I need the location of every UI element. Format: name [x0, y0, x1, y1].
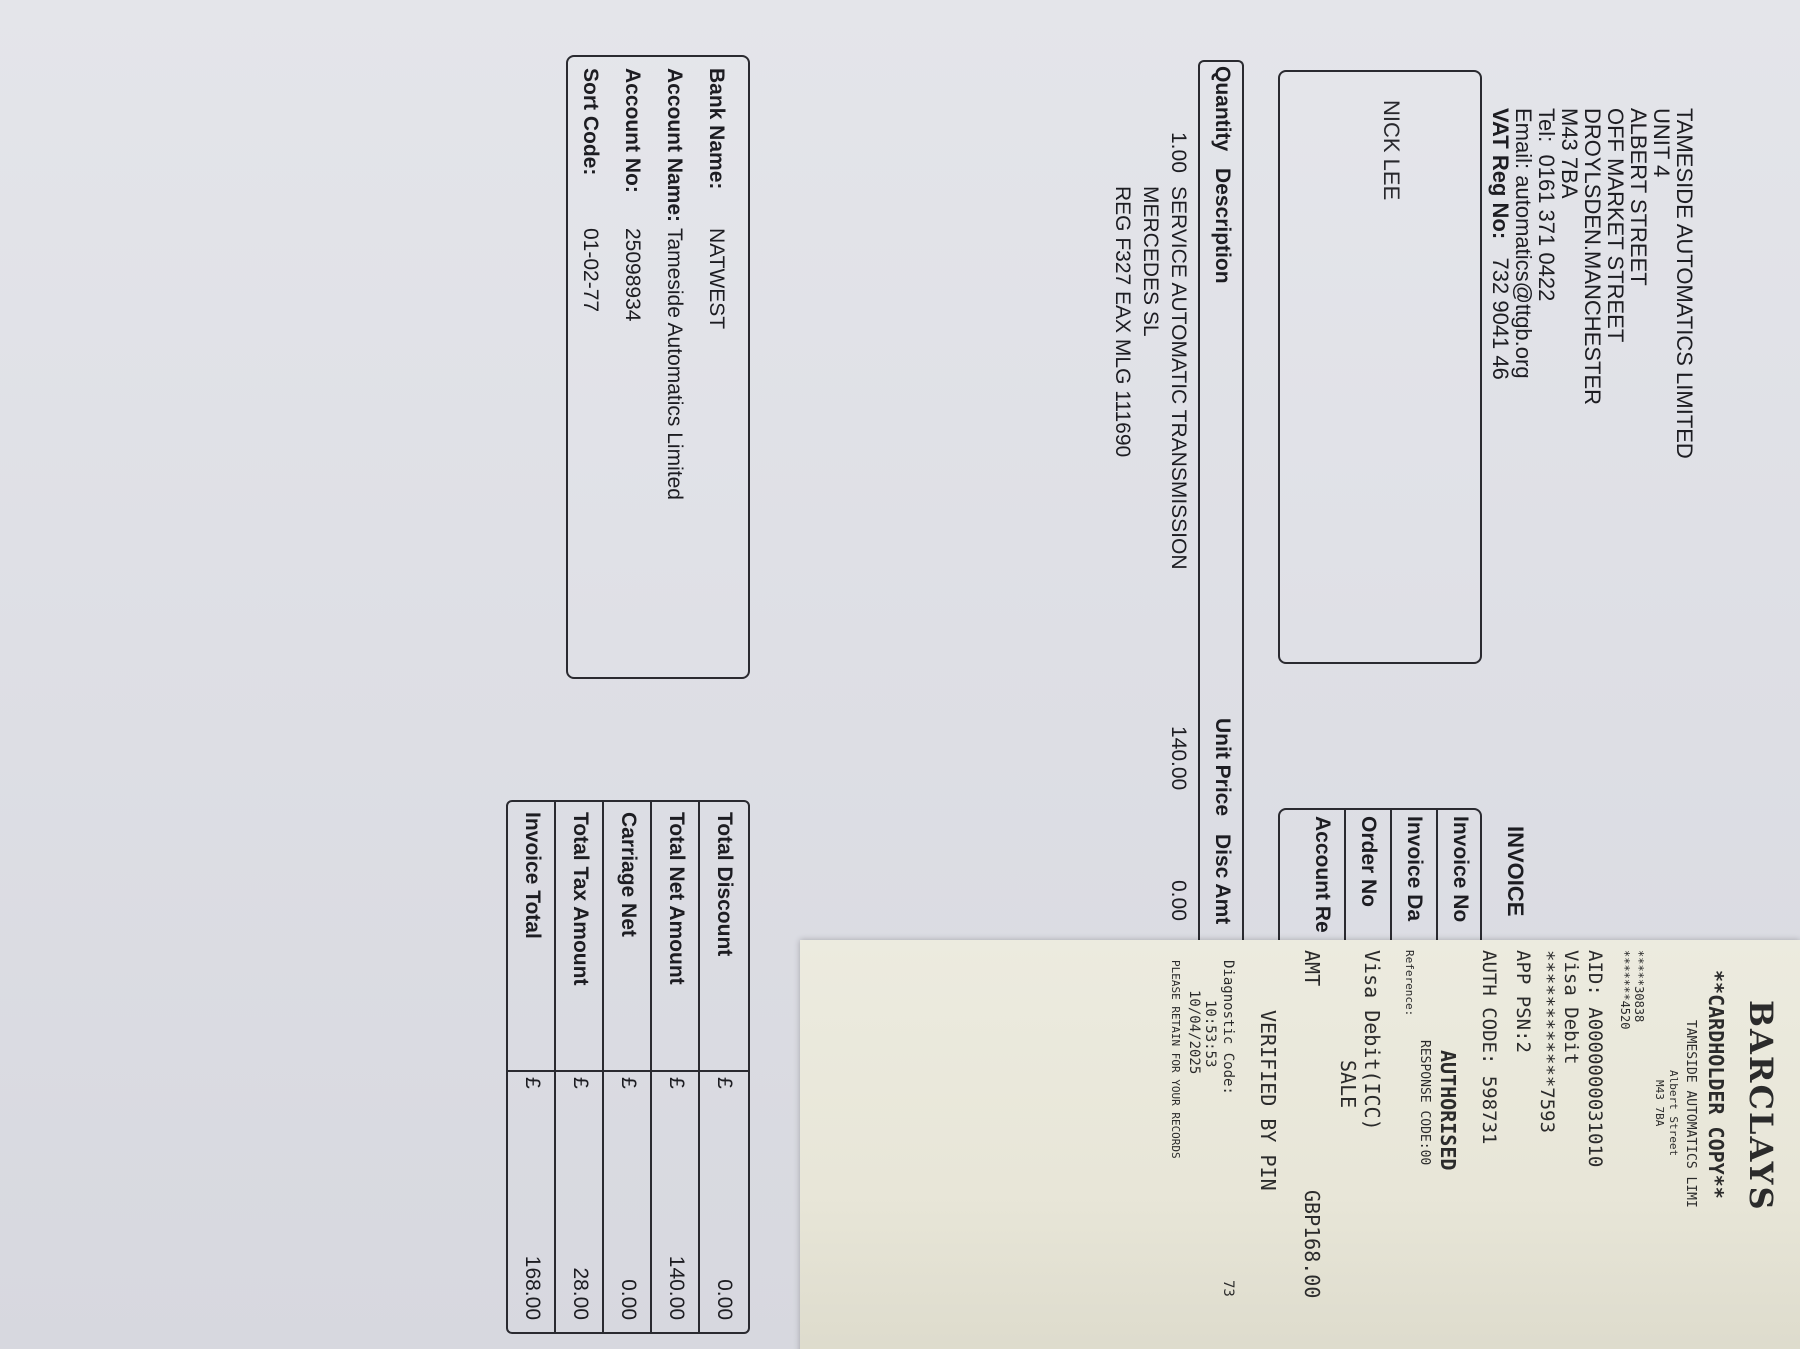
receipt-street: Albert Street: [1667, 1070, 1680, 1157]
barclays-logo: BARCLAYS: [1742, 1000, 1780, 1212]
total-discount-row: Total Discount £ 0.00: [698, 802, 748, 1332]
totals-box: Total Discount £ 0.00 Total Net Amount £…: [506, 800, 750, 1334]
email-value: automatics@ttgb.org: [1511, 175, 1536, 379]
receipt-aid: AID: A0000000031010: [1584, 950, 1606, 1168]
receipt-retain-notice: PLEASE RETAIN FOR YOUR RECORDS: [1169, 960, 1182, 1159]
description-header: Description: [1211, 168, 1234, 284]
account-name-value: Tameside Automatics Limited: [663, 228, 686, 500]
totals-divider: [700, 1070, 748, 1072]
supplier-area: OFF MARKET STREET: [1603, 108, 1628, 343]
customer-address-box: [1278, 70, 1482, 664]
tel-value: 0161 371 0422: [1534, 154, 1559, 302]
carriage-net-label: Carriage Net: [617, 812, 640, 937]
receipt-amount: GBP168.00: [1300, 1190, 1324, 1299]
currency-symbol: £: [665, 1077, 688, 1089]
receipt-date: 10/04/2025: [1186, 990, 1202, 1075]
sort-code-row: Sort Code: 01-02-77: [578, 68, 602, 312]
line-disc-amt: 0.00: [1167, 880, 1190, 921]
invoice-total-label: Invoice Total: [521, 812, 544, 939]
sort-code-label: Sort Code:: [579, 68, 602, 176]
total-tax-amount: 28.00: [569, 1267, 592, 1320]
totals-divider: [604, 1070, 652, 1072]
supplier-email: Email: automatics@ttgb.org: [1511, 108, 1536, 459]
supplier-tel: Tel: 0161 371 0422: [1534, 108, 1559, 459]
total-tax-row: Total Tax Amount £ 28.00: [554, 802, 604, 1332]
account-name-row: Account Name: Tameside Automatics Limited: [662, 68, 686, 500]
quantity-header: Quantity: [1211, 66, 1234, 152]
bank-name-row: Bank Name: NATWEST: [704, 68, 728, 329]
vat-label: VAT Reg No:: [1488, 108, 1513, 240]
supplier-town: DROYLSDEN.MANCHESTER: [1580, 108, 1605, 406]
line-description-3: REG F327 EAX MLG 111690: [1111, 186, 1134, 458]
receipt-diag-label: Diagnostic Code:: [1220, 960, 1236, 1095]
supplier-street: ALBERT STREET: [1626, 108, 1651, 286]
receipt-amt-label: AMT: [1300, 950, 1324, 987]
bank-name-label: Bank Name:: [705, 68, 728, 190]
receipt-merchant: TAMESIDE AUTOMATICS LIMI: [1683, 1020, 1698, 1208]
total-net-label: Total Net Amount: [665, 812, 688, 985]
total-discount-amount: 0.00: [713, 1279, 736, 1320]
currency-symbol: £: [617, 1077, 640, 1089]
receipt-diag-code: 73: [1220, 1280, 1236, 1297]
supplier-postcode: M43 7BA: [1557, 108, 1582, 199]
supplier-name: TAMESIDE AUTOMATICS LIMITED: [1672, 108, 1697, 459]
line-description-1: SERVICE AUTOMATIC TRANSMISSION: [1167, 186, 1190, 570]
receipt-pan: ************7593: [1536, 950, 1558, 1134]
totals-divider: [652, 1070, 700, 1072]
total-tax-label: Total Tax Amount: [569, 812, 592, 986]
bank-name-value: NATWEST: [705, 228, 728, 330]
card-receipt: BARCLAYS **CARDHOLDER COPY** TAMESIDE AU…: [800, 940, 1800, 1349]
receipt-card-type: Visa Debit: [1560, 950, 1582, 1065]
invoice-total-row: Invoice Total £ 168.00: [508, 802, 556, 1332]
account-no-row: Account No: 25098934: [620, 68, 644, 321]
invoice-title: INVOICE: [1503, 826, 1528, 917]
supplier-unit: UNIT 4: [1649, 108, 1674, 178]
line-quantity: 1.00: [1167, 132, 1190, 173]
receipt-auth-code: AUTH CODE: 598731: [1478, 950, 1500, 1145]
invoice-total-amount: 168.00: [521, 1255, 544, 1320]
total-net-row: Total Net Amount £ 140.00: [650, 802, 700, 1332]
carriage-net-amount: 0.00: [617, 1279, 640, 1320]
currency-symbol: £: [521, 1077, 544, 1089]
receipt-time: 10:53:53: [1202, 1000, 1218, 1068]
sort-code-value: 01-02-77: [579, 228, 602, 313]
unit-price-header: Unit Price: [1211, 718, 1234, 817]
supplier-address: TAMESIDE AUTOMATICS LIMITED UNIT 4 ALBER…: [1488, 108, 1697, 459]
receipt-mid: *******4520: [1618, 950, 1632, 1030]
line-unit-price: 140.00: [1167, 726, 1190, 791]
currency-symbol: £: [713, 1077, 736, 1089]
line-description-2: MERCEDES SL: [1139, 186, 1162, 337]
receipt-mode: Visa Debit(ICC): [1360, 950, 1384, 1131]
account-no-label: Account No:: [621, 68, 644, 193]
account-no-value: 25098934: [621, 228, 644, 322]
receipt-authorised: AUTHORISED: [1436, 1050, 1460, 1171]
vat-value: 732 9041 46: [1488, 257, 1513, 380]
cardholder-copy: **CARDHOLDER COPY**: [1704, 970, 1728, 1199]
totals-divider: [556, 1070, 604, 1072]
totals-divider: [508, 1070, 556, 1072]
receipt-postcode: M43 7BA: [1653, 1080, 1666, 1127]
receipt-verified: VERIFIED BY PIN: [1256, 1010, 1280, 1191]
receipt-tid: *****30838: [1632, 950, 1646, 1023]
receipt-sale: SALE: [1336, 1060, 1360, 1109]
receipt-reference: Reference:: [1403, 950, 1416, 1017]
total-net-amount: 140.00: [665, 1255, 688, 1320]
disc-amt-header: Disc Amt: [1211, 834, 1234, 925]
receipt-response-code: RESPONSE CODE:00: [1417, 1040, 1432, 1166]
tel-label: Tel:: [1534, 108, 1559, 143]
email-label: Email:: [1511, 108, 1536, 170]
receipt-app-psn: APP PSN:2: [1512, 950, 1534, 1053]
carriage-net-row: Carriage Net £ 0.00: [602, 802, 652, 1332]
supplier-vat: VAT Reg No: 732 9041 46: [1488, 108, 1513, 459]
currency-symbol: £: [569, 1077, 592, 1089]
account-name-label: Account Name:: [663, 68, 686, 223]
total-discount-label: Total Discount: [713, 812, 736, 957]
